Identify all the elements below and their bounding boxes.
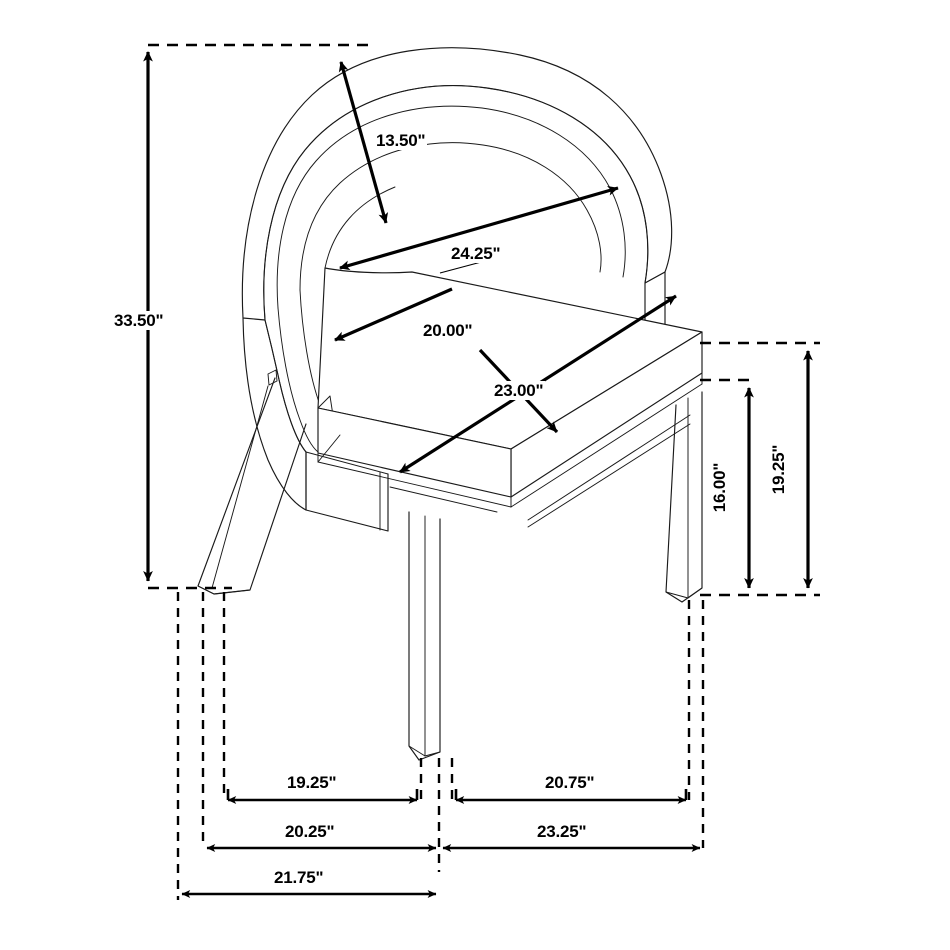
- label-arm-height: 19.25": [769, 442, 789, 497]
- chair-leg-left-rear-edge: [211, 385, 269, 589]
- chair-back-lower-skirt: [305, 451, 389, 532]
- chair-back-lower-skirt-edge: [305, 451, 389, 475]
- label-back-depth: 13.50": [374, 131, 428, 150]
- dim-line-24-25: [339, 186, 619, 271]
- dimension-seat-and-arm-height: [700, 341, 820, 597]
- chair-seat-reveal-left: [317, 461, 512, 508]
- chair-back-left-panel: [242, 317, 307, 511]
- chair-apron-left: [389, 486, 498, 513]
- label-base-width-rear: 23.25": [535, 822, 589, 841]
- label-back-width: 24.25": [449, 244, 503, 263]
- chair-back-left-notch: [267, 369, 278, 386]
- chair-back-left-panel-band-a: [264, 319, 307, 453]
- base-extension-lines: [176, 592, 705, 900]
- chair-leg-front-center-tip: [408, 745, 441, 757]
- chair-leg-left-rear-tip: [197, 585, 251, 595]
- label-seat-height: 16.00": [710, 460, 730, 515]
- label-overall-height: 33.50": [112, 311, 166, 330]
- chair-back-inner-face: [263, 85, 649, 321]
- chair-back-left-panel-band-b: [277, 307, 319, 453]
- chair-leg-left-rear: [197, 377, 307, 595]
- chair-illustration: [197, 47, 703, 761]
- chair-leg-right-rear-tip: [665, 587, 703, 599]
- label-seat-width: 23.00": [492, 381, 546, 400]
- label-base-width-front: 20.25": [283, 822, 337, 841]
- label-base-depth-rear: 20.75": [543, 773, 597, 792]
- chair-leg-left-front: [317, 434, 341, 463]
- label-seat-depth: 20.00": [421, 321, 475, 340]
- dimension-base-row-1: [226, 789, 688, 804]
- label-base-depth-front: 19.25": [285, 773, 339, 792]
- chair-leg-right-rear: [665, 391, 703, 603]
- chair-leg-front-center: [408, 511, 441, 761]
- chair-arm-post-right-edge: [644, 271, 666, 284]
- label-base-total: 21.75": [272, 868, 326, 887]
